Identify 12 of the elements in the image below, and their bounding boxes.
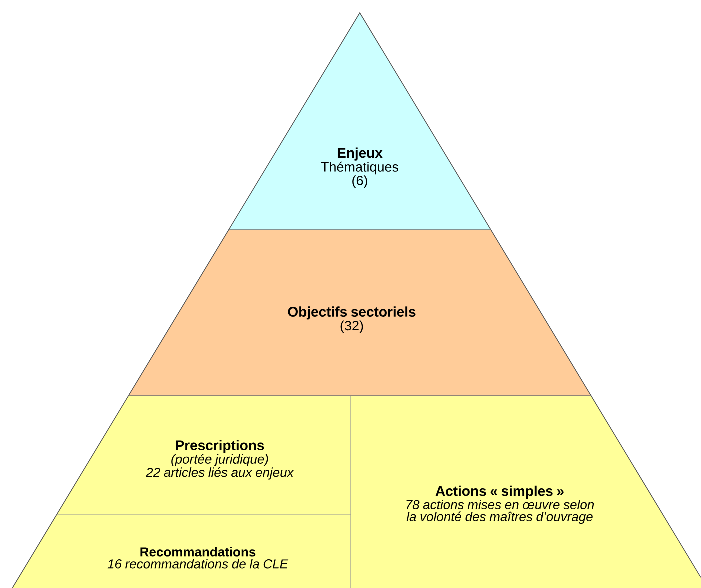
node-label: Recommandations bbox=[140, 547, 256, 557]
node-label: Actions « simples » bbox=[436, 486, 564, 499]
node-label: 22 articles liés aux enjeux bbox=[146, 468, 294, 480]
pyramid-layer: Prescriptions (portée juridique) 22 articles liés aux enjeux bbox=[56, 396, 351, 515]
pyramid-layer: Recommandations 16 recommandations de la CLE bbox=[12, 515, 351, 588]
node-label: 78 actions mises en œuvre selon la volonté des maîtres d’ouvrage bbox=[406, 500, 594, 524]
node-label: 16 recommandations de la CLE bbox=[108, 559, 289, 569]
pyramid-layer: Actions « simples » 78 actions mises en œuvre selon la volonté des maîtres d’ouvrage bbox=[351, 396, 701, 588]
pyramid-layer: Enjeux Thématiques (6) bbox=[228, 13, 492, 230]
node-label: Prescriptions bbox=[176, 440, 264, 454]
node-label: (portée juridique) bbox=[172, 454, 268, 467]
pyramid-layer: Objectifs sectoriels (32) bbox=[128, 230, 592, 396]
